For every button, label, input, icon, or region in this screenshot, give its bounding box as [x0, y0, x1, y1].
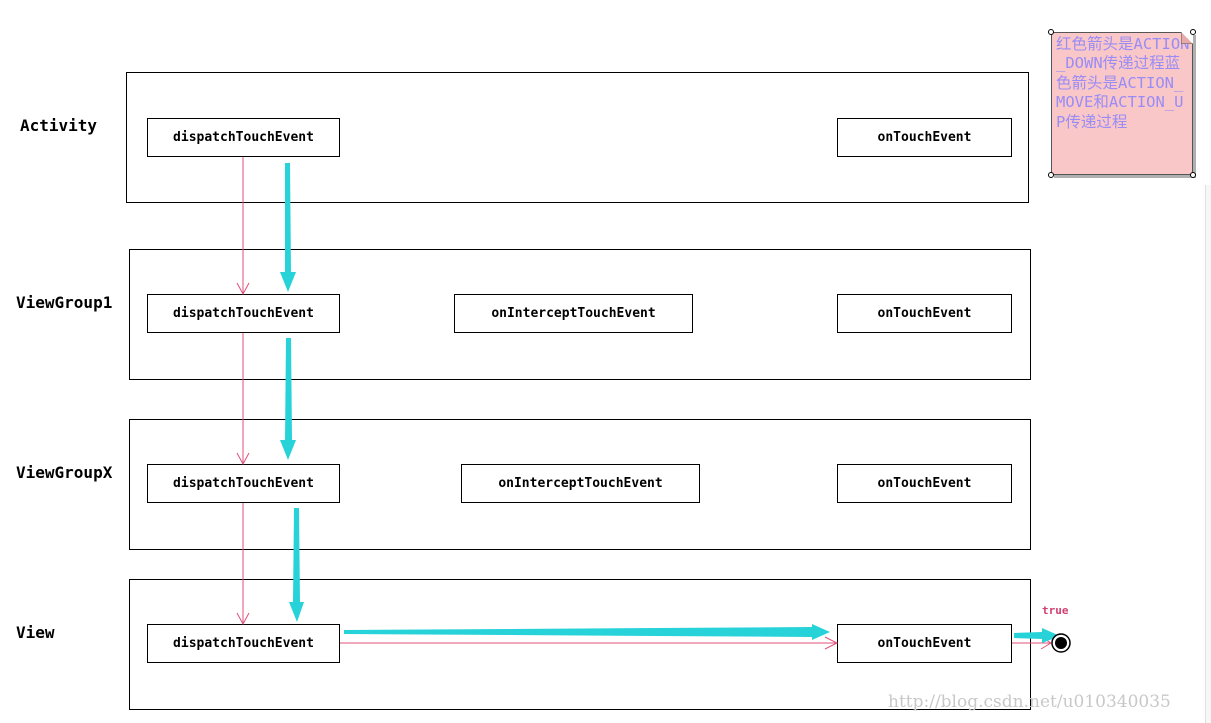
note-resize-handle-top-right[interactable]: [1190, 29, 1196, 35]
cyan-arrow-viewgroupx-to-view: [289, 508, 304, 622]
red-arrowhead-2: [236, 452, 250, 466]
cyan-arrow-activity-to-viewgroup1: [280, 163, 296, 292]
note-resize-handle-bottom-left[interactable]: [1048, 172, 1054, 178]
cyan-arrow-viewgroup1-to-viewgroupx: [280, 338, 296, 460]
viewgroup1-on-intercept-touch-event: onInterceptTouchEvent: [454, 294, 693, 333]
red-arrowhead-1: [236, 282, 250, 296]
viewgroupx-on-intercept-touch-event: onInterceptTouchEvent: [461, 464, 700, 503]
cyan-arrow-ontouch-to-result: [1014, 628, 1060, 643]
note-resize-handle-bottom-right[interactable]: [1190, 172, 1196, 178]
viewgroupx-dispatch-touch-event: dispatchTouchEvent: [147, 464, 340, 503]
layer-label-viewgroupx: ViewGroupX: [16, 463, 113, 482]
return-true-label: true: [1042, 604, 1069, 617]
red-arrowhead-4: [824, 636, 839, 650]
watermark-url: http://blog.csdn.net/u010340035: [888, 692, 1171, 712]
view-on-touch-event: onTouchEvent: [837, 624, 1012, 663]
legend-note[interactable]: 红色箭头是ACTION_DOWN传递过程蓝色箭头是ACTION_MOVE和ACT…: [1051, 32, 1193, 175]
layer-label-view: View: [16, 623, 55, 642]
cyan-arrow-dispatch-to-ontouch: [344, 624, 830, 640]
viewgroup1-dispatch-touch-event: dispatchTouchEvent: [147, 294, 340, 333]
layer-label-activity: Activity: [20, 116, 98, 135]
viewgroupx-on-touch-event: onTouchEvent: [837, 464, 1012, 503]
legend-note-text: 红色箭头是ACTION_DOWN传递过程蓝色箭头是ACTION_MOVE和ACT…: [1056, 35, 1190, 131]
activity-on-touch-event: onTouchEvent: [837, 118, 1012, 157]
viewgroup1-on-touch-event: onTouchEvent: [837, 294, 1012, 333]
vertical-scrollbar[interactable]: [1205, 185, 1211, 723]
red-arrowhead-3: [236, 612, 250, 626]
activity-dispatch-touch-event: dispatchTouchEvent: [147, 118, 340, 157]
note-folded-corner-icon: [1181, 32, 1193, 44]
layer-label-viewgroup1: ViewGroup1: [16, 293, 113, 312]
note-resize-handle-top-left[interactable]: [1048, 29, 1054, 35]
view-dispatch-touch-event: dispatchTouchEvent: [147, 624, 340, 663]
final-state-inner-dot: [1055, 637, 1067, 649]
